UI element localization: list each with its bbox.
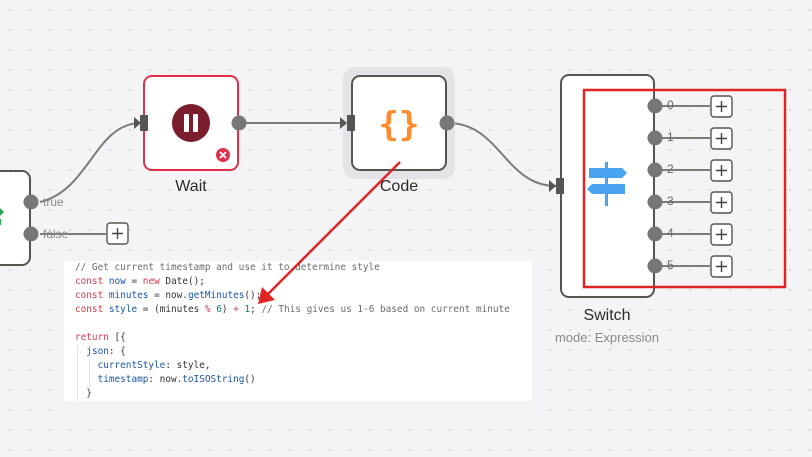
switch-output-label: 0 bbox=[667, 98, 674, 112]
code-node-label: Code bbox=[379, 178, 419, 195]
curly-braces-icon: {} bbox=[379, 105, 420, 145]
switch-output-label: 1 bbox=[667, 130, 674, 144]
code-line-2: const now = new Date(); bbox=[75, 276, 205, 287]
switch-output-add-button-2[interactable] bbox=[710, 159, 733, 182]
if-false-output-port[interactable] bbox=[23, 226, 39, 242]
code-line-8: currentStyle: style, bbox=[97, 360, 211, 371]
switch-output-add-button-4[interactable] bbox=[710, 223, 733, 246]
code-line-10: } bbox=[75, 388, 92, 399]
switch-output-label: 2 bbox=[667, 162, 674, 176]
switch-output-port-4[interactable] bbox=[647, 226, 663, 242]
code-output-port[interactable] bbox=[439, 115, 455, 131]
switch-output-add-button-1[interactable] bbox=[710, 127, 733, 150]
if-true-label: true bbox=[43, 195, 64, 209]
switch-output-port-0[interactable] bbox=[647, 98, 663, 114]
switch-outputs bbox=[647, 95, 733, 278]
if-icon-stem bbox=[0, 219, 1, 225]
wait-output-port[interactable] bbox=[231, 115, 247, 131]
code-line-7: json: { bbox=[86, 346, 126, 357]
wait-node-label: Wait bbox=[175, 178, 207, 195]
wait-node[interactable] bbox=[143, 75, 239, 171]
if-true-output-port[interactable] bbox=[23, 194, 39, 210]
switch-output-label: 3 bbox=[667, 194, 674, 208]
arrowhead bbox=[549, 180, 556, 192]
code-node[interactable]: {} bbox=[343, 67, 455, 179]
switch-output-label: 4 bbox=[667, 226, 674, 240]
pause-icon bbox=[172, 104, 210, 142]
if-node[interactable] bbox=[0, 170, 31, 266]
switch-output-port-2[interactable] bbox=[647, 162, 663, 178]
plus-icon bbox=[716, 261, 727, 272]
switch-output-port-3[interactable] bbox=[647, 194, 663, 210]
code-line-3: const minutes = now.getMinutes(); bbox=[75, 290, 262, 301]
switch-output-add-button-5[interactable] bbox=[710, 255, 733, 278]
plus-icon bbox=[716, 101, 727, 112]
if-false-add-button[interactable] bbox=[106, 222, 129, 245]
plus-icon bbox=[716, 133, 727, 144]
switch-node-label: Switch bbox=[583, 307, 631, 324]
error-x-icon bbox=[216, 148, 230, 162]
switch-output-label: 5 bbox=[667, 258, 674, 272]
connection-if-to-wait[interactable] bbox=[39, 122, 142, 203]
plus-icon bbox=[716, 229, 727, 240]
plus-icon bbox=[716, 197, 727, 208]
code-line-5 bbox=[64, 317, 532, 331]
signpost-icon bbox=[587, 162, 627, 206]
switch-output-port-5[interactable] bbox=[647, 258, 663, 274]
plus-icon bbox=[716, 165, 727, 176]
wait-input-port[interactable] bbox=[140, 115, 148, 131]
code-input-port[interactable] bbox=[347, 115, 355, 131]
code-line-9: timestamp: now.toISOString() bbox=[97, 374, 256, 385]
switch-node[interactable] bbox=[560, 74, 655, 298]
highlight-box bbox=[582, 88, 787, 289]
arrowhead bbox=[134, 117, 141, 129]
if-false-label: false bbox=[43, 227, 69, 241]
if-icon bbox=[0, 208, 4, 216]
arrowhead bbox=[340, 117, 347, 129]
code-line-4: const style = (minutes % 6) + 1; // This… bbox=[75, 304, 510, 315]
switch-output-port-1[interactable] bbox=[647, 130, 663, 146]
switch-input-port[interactable] bbox=[556, 178, 564, 194]
switch-output-add-button-0[interactable] bbox=[710, 95, 733, 118]
code-line-1: // Get current timestamp and use it to d… bbox=[75, 262, 380, 273]
plus-icon bbox=[112, 228, 123, 239]
switch-mode-label: mode: Expression bbox=[554, 330, 660, 345]
switch-output-add-button-3[interactable] bbox=[710, 191, 733, 214]
code-line-6: return [{ bbox=[75, 332, 126, 343]
connection-code-to-switch[interactable] bbox=[447, 122, 557, 187]
code-snippet-panel: // Get current timestamp and use it to d… bbox=[64, 261, 532, 419]
